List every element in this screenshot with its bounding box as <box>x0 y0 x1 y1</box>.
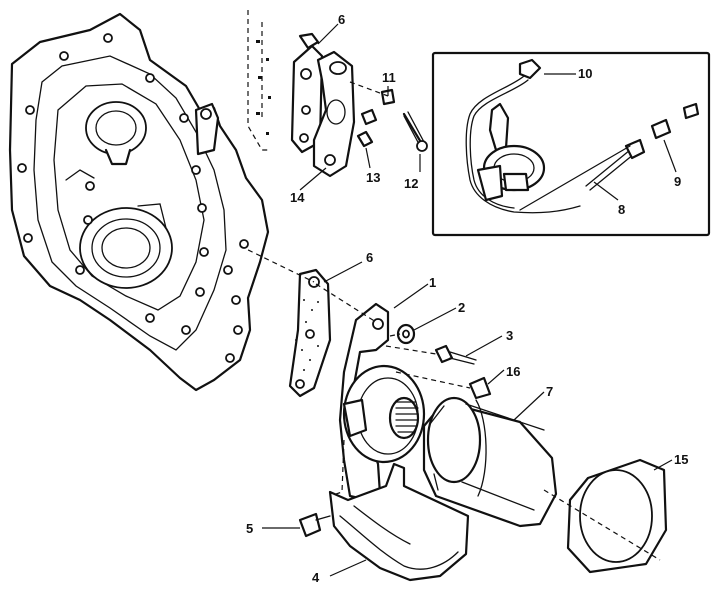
callout-8-label: 8 <box>618 202 625 217</box>
callout-4: 4 <box>312 559 367 585</box>
callout-1: 1 <box>393 275 436 309</box>
callout-11-label: 11 <box>382 70 396 85</box>
callout-8: 8 <box>593 181 625 217</box>
callout-15: 15 <box>653 452 688 471</box>
callout-3: 3 <box>465 328 513 357</box>
callout-13: 13 <box>365 147 380 185</box>
alignment-lines <box>239 245 377 323</box>
callout-6-mid: 6 <box>323 250 373 283</box>
callout-7: 7 <box>513 384 553 421</box>
callout-16: 16 <box>487 364 520 385</box>
callout-16-label: 16 <box>506 364 520 379</box>
callout-14: 14 <box>290 167 327 205</box>
callout-13-label: 13 <box>366 170 380 185</box>
callout-6-top: 6 <box>317 12 345 45</box>
gasket-ring-15 <box>543 458 668 574</box>
callout-4-label: 4 <box>312 570 320 585</box>
callout-11: 11 <box>382 70 396 96</box>
gasket-6 <box>288 268 332 398</box>
upper-adapter-assembly <box>247 10 428 178</box>
callout-2: 2 <box>413 300 465 331</box>
callout-3-label: 3 <box>506 328 513 343</box>
small-hardware <box>385 323 492 400</box>
callout-10: 10 <box>544 66 592 81</box>
callout-6-mid-label: 6 <box>366 250 373 265</box>
oil-line-inset <box>431 51 711 237</box>
filter-shield-4 <box>298 462 470 582</box>
oil-filter-7 <box>422 396 558 528</box>
callout-2-label: 2 <box>458 300 465 315</box>
callout-5: 5 <box>246 521 300 536</box>
callout-6-top-label: 6 <box>338 12 345 27</box>
callout-12-label: 12 <box>404 176 418 191</box>
filter-adapter-1 <box>329 302 426 502</box>
callout-7-label: 7 <box>546 384 553 399</box>
callout-9: 9 <box>663 139 681 189</box>
callout-12: 12 <box>404 154 421 191</box>
callout-15-label: 15 <box>674 452 688 467</box>
callout-9-label: 9 <box>674 174 681 189</box>
callout-10-label: 10 <box>578 66 592 81</box>
callout-1-label: 1 <box>429 275 436 290</box>
callout-14-label: 14 <box>290 190 305 205</box>
gear-cover-housing <box>8 12 270 392</box>
callout-5-label: 5 <box>246 521 253 536</box>
